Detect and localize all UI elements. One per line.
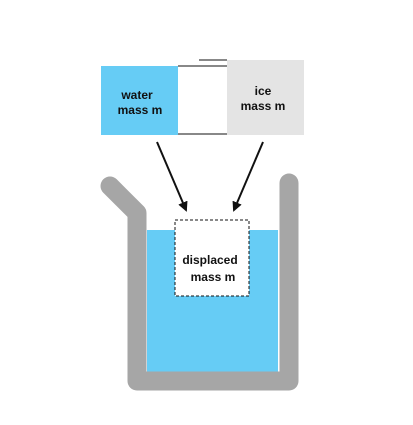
water-block-label-line2: mass m	[118, 103, 163, 117]
arrow-down-icon	[156, 141, 188, 212]
ice-block	[227, 60, 304, 135]
ice-block-label-line2: mass m	[241, 99, 286, 113]
water-block-label-line1: water	[120, 88, 153, 102]
displaced-label-line1: displaced	[182, 253, 237, 267]
displaced-volume-box	[174, 219, 250, 297]
displaced-label-line2: mass m	[191, 270, 236, 284]
water-block	[101, 66, 178, 135]
arrow-down-icon	[232, 141, 264, 212]
ice-block-label-line1: ice	[255, 84, 272, 98]
beaker-icon	[100, 173, 299, 391]
